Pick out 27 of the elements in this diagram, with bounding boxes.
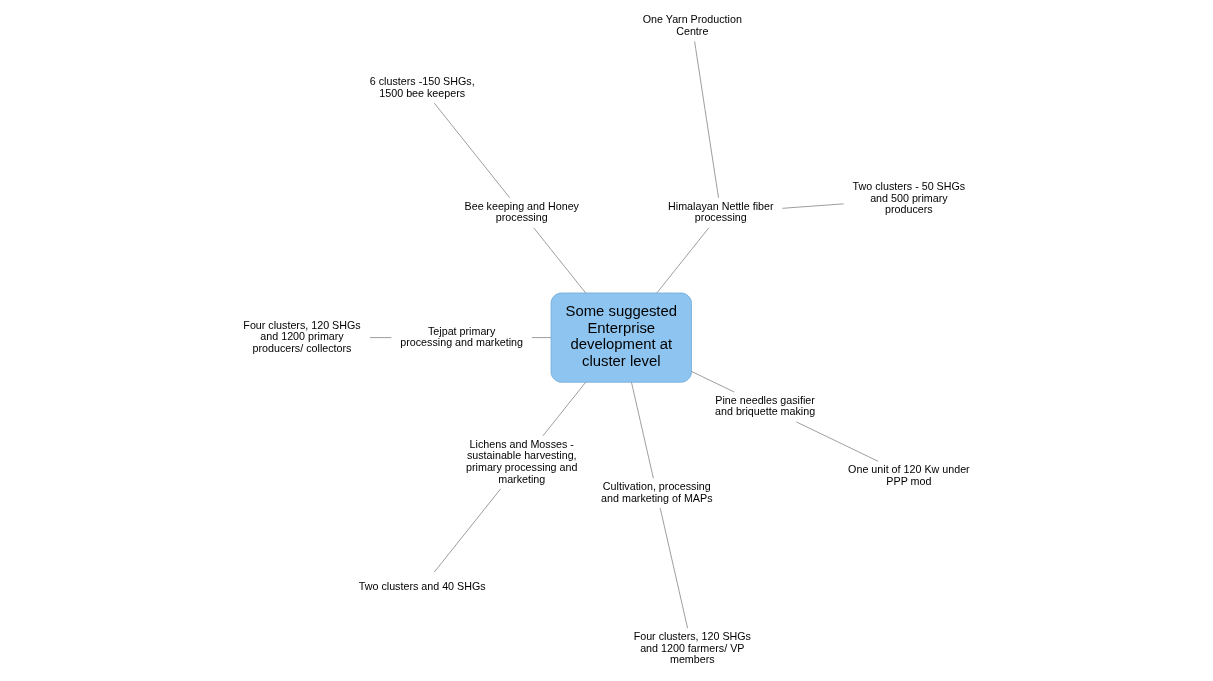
connector (795, 421, 879, 462)
node-text: Four clusters, 120 SHGs and 1200 farmers/ VP members (633, 630, 751, 666)
connector (531, 337, 552, 339)
node-text: Bee keeping and Honey processing (464, 199, 579, 224)
connector (691, 371, 735, 393)
connector (659, 507, 688, 629)
connector (369, 337, 392, 339)
node-text: One unit of 120 Kw under PPP mod (848, 463, 970, 487)
node-text: Pine needles gasifier and briquette making (715, 393, 816, 418)
node-text: Lichens and Mosses - sustainable harvesting, primary processing and marketing (466, 437, 578, 485)
connector (631, 382, 654, 479)
node-text: 6 clusters -150 SHGs, 1500 bee keepers (369, 75, 475, 99)
node-text: Two clusters - 50 SHGs and 500 primary producers (852, 180, 966, 216)
node-text: Four clusters, 120 SHGs and 1200 primary producers/ collectors (243, 318, 361, 354)
connector (433, 102, 511, 199)
node-text: Himalayan Nettle fiber processing (668, 199, 774, 224)
node-text: Cultivation, processing and marketing of MAPs (601, 480, 713, 504)
node-text: Two clusters and 40 SHGs (358, 580, 486, 593)
node-box: Some suggested Enterprise development at cluster level (550, 292, 692, 383)
node-text: Tejpat primary processing and marketing (400, 324, 524, 349)
connector (542, 381, 587, 437)
connector (656, 227, 710, 294)
node-text: One Yarn Production Centre (642, 13, 742, 37)
connector (694, 40, 719, 199)
connector (433, 488, 502, 573)
connector (533, 227, 587, 294)
connector (781, 203, 845, 209)
